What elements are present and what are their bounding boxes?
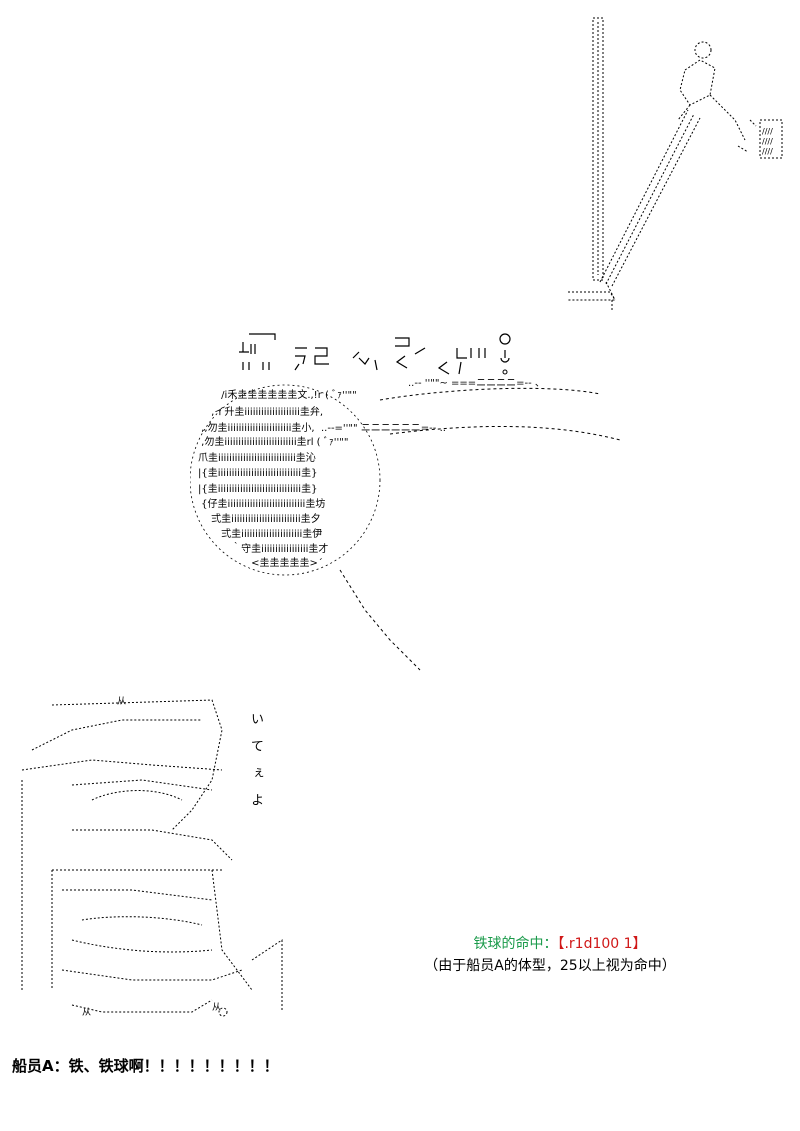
ball-line: 弍圭iiiiiiiiiiiiiiiiiiiiiiiii圭夕 <box>188 514 321 525</box>
crewman-dialogue: 船员A：铁、铁球啊！！！！！！！！！ <box>12 1057 279 1075</box>
svg-text:////: //// <box>762 127 773 136</box>
ball-line: {仔圭iiiiiiiiiiiiiiiiiiiiiiiiiiii圭坊 <box>188 499 326 510</box>
svg-text:////: //// <box>762 137 773 146</box>
ball-speed-lines <box>190 384 621 671</box>
pole-swing-drawing: //// //// //// <box>568 17 783 310</box>
hit-check-line: 铁球的命中：【.r1d100 1】 <box>420 935 700 953</box>
ouch-sfx: いてぇよ <box>248 712 263 820</box>
ball-line: ,,勿圭iiiiiiiiiiiiiiiiiiiiiii圭小, ..--=''""… <box>188 423 446 434</box>
ball-line: ,イ升圭iiiiiiiiiiiiiiiiiiii圭弁, <box>198 407 324 418</box>
dice-roll-result: 【.r1d100 1】 <box>557 936 647 952</box>
iron-ball-art: ..-‐ ''""~ ===ニニニニ=-- 、 /i禾圭圭圭圭圭圭文.,!r (… <box>188 378 618 598</box>
ball-line: ..-‐ ''""~ ===ニニニニ=-- 、 <box>308 378 545 389</box>
svg-text:从: 从 <box>117 696 126 707</box>
ball-line: 爪圭iiiiiiiiiiiiiiiiiiiiiiiiiiii圭沁 <box>188 453 316 464</box>
hit-condition-note: （由于船员A的体型，25以上视为命中） <box>424 958 676 974</box>
svg-text:从: 从 <box>212 1002 221 1013</box>
ball-line: |{圭iiiiiiiiiiiiiiiiiiiiiiiiiiiiii圭} <box>188 468 318 479</box>
ball-line: |{圭iiiiiiiiiiiiiiiiiiiiiiiiiiiiii圭} <box>188 484 318 495</box>
svg-text:从: 从 <box>82 1007 91 1018</box>
crewman-a-art: 从 从 从 <box>21 696 283 1018</box>
ball-line: 弍圭iiiiiiiiiiiiiiiiiiiiii圭伊 <box>188 529 323 540</box>
hit-check-label: 铁球的命中： <box>473 936 558 952</box>
ball-line: /i禾圭圭圭圭圭圭文.,!r ( ﾞｧ''"" <box>198 390 357 401</box>
ball-line: <圭圭圭圭圭>´ <box>188 558 323 569</box>
svg-text:////: //// <box>762 147 773 156</box>
ball-line: ,勿圭iiiiiiiiiiiiiiiiiiiiiiiiii圭rl ( ﾞｧ''"… <box>188 437 349 448</box>
ball-line: ｀守圭iiiiiiiiiiiiiiiii圭才 <box>188 544 329 555</box>
impact-sfx <box>239 333 511 375</box>
